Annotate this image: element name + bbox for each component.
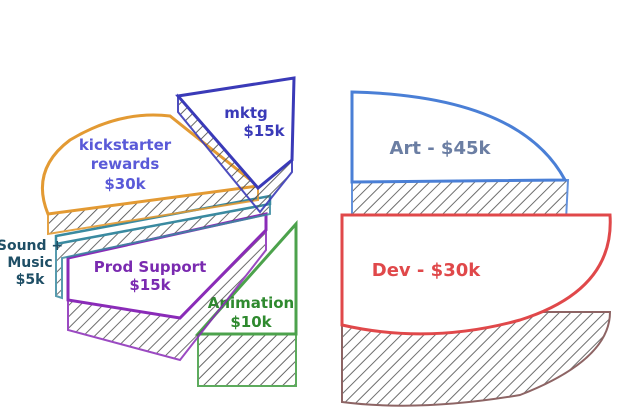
slice-prod-support-label-2: $15k — [129, 276, 171, 294]
slice-animation-label-2: $10k — [230, 313, 272, 331]
slice-dev-side — [341, 311, 612, 407]
slice-animation-side — [197, 333, 297, 387]
slice-sound-music-label-3: $5k — [16, 272, 45, 288]
slice-art-label: Art - $45k — [390, 138, 492, 159]
slice-prod-support: Prod Support $15k — [66, 212, 268, 362]
slice-mktg: mktg $15k — [175, 76, 296, 214]
slice-kickstarter-label-1: kickstarter — [79, 136, 172, 154]
slice-animation-label-1: Animation — [208, 294, 294, 312]
slice-dev: Dev - $30k — [340, 213, 612, 407]
slice-mktg-top — [175, 76, 296, 191]
slice-mktg-label-2: $15k — [243, 122, 285, 140]
slice-prod-support-label-1: Prod Support — [94, 258, 207, 276]
slice-kickstarter: kickstarter rewards $30k — [40, 113, 262, 236]
slice-dev-label: Dev - $30k — [372, 260, 481, 281]
slice-sound-music-label-2: Music — [7, 255, 52, 271]
slice-kickstarter-top — [40, 113, 262, 216]
slice-kickstarter-label-3: $30k — [104, 175, 146, 193]
slice-mktg-label-1: mktg — [224, 104, 268, 122]
slice-dev-top — [340, 213, 612, 336]
slice-art-top — [350, 90, 568, 184]
slice-sound-music-label-1: Sound + — [0, 238, 63, 254]
slice-kickstarter-label-2: rewards — [91, 155, 160, 173]
